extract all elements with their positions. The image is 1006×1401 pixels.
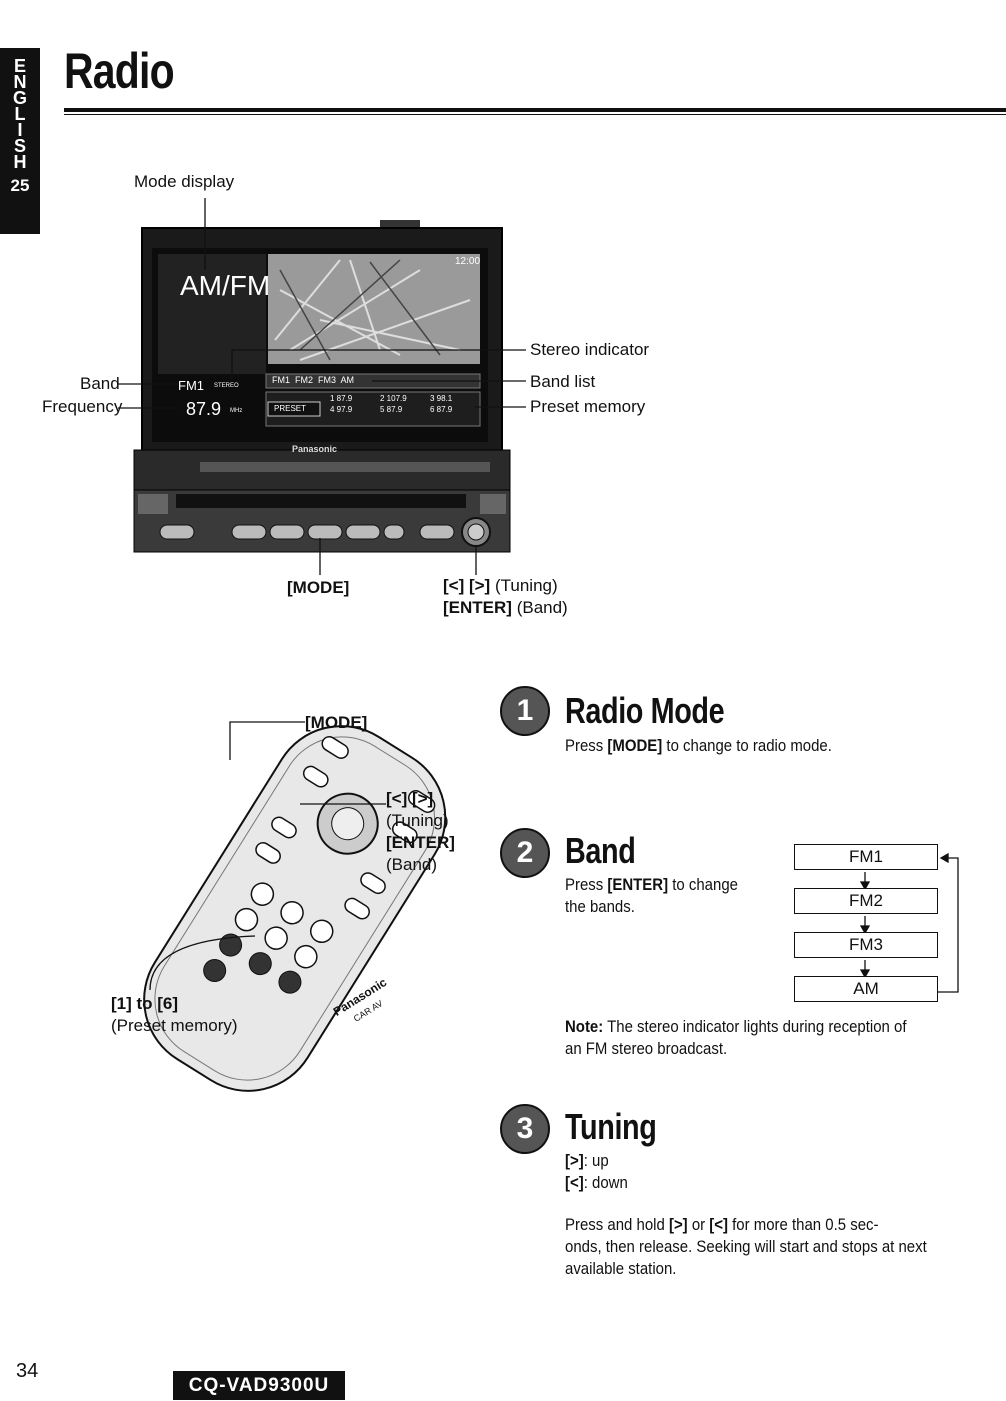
stereo-indicator-callout: Stereo indicator [530,340,650,359]
screen-mode-display: AM/FM [180,270,271,301]
band-list-callout: Band list [530,372,596,391]
side-tab-letter: S [13,136,26,156]
tuning-paragraph: Press and hold [>] or [<] for more than … [565,1215,927,1278]
screen-preset-item: 6 87.9 [430,405,453,414]
screen-preset-label: PRESET [274,404,307,413]
title-rule-thin [64,114,1006,115]
title-rule [64,108,1006,112]
tuning-keys-label: [<] [>] [443,576,491,595]
step-2-badge: 2 [500,828,550,878]
remote-preset-keys: [1] to [6] [111,994,179,1013]
remote-tuning-keys: [<] [>] [386,789,434,808]
head-unit-illustration [118,198,526,575]
screen-preset-grid: 1 87.9 2 107.9 3 98.1 4 97.9 5 87.9 6 87.9 [330,394,480,414]
side-tab-letter: I [17,120,23,140]
tuning-heading: Tuning [565,1106,657,1147]
step-1-badge: 1 [500,686,550,736]
enter-note: (Band) [516,598,568,617]
screen-preset-item: 2 107.9 [380,394,407,403]
model-name-badge: CQ-VAD9300U [173,1371,345,1400]
remote-tuning-note: (Tuning) [386,811,449,830]
screen-stereo-indicator: STEREO [214,383,239,389]
radio-mode-text: Press [MODE] to change to radio mode. [565,736,832,755]
preset-memory-callout: Preset memory [530,397,646,416]
side-tab-letter: N [13,72,27,92]
remote-preset-note: (Preset memory) [111,1016,238,1035]
mode-display-callout: Mode display [134,172,235,191]
head-unit-figure: AM/FM 12:00 FM1 STEREO 87.9 MHz FM1 FM2 … [0,150,700,630]
side-tab-letter: G [12,88,27,108]
screen-preset-item: 1 87.9 [330,394,353,403]
screen-band: FM1 [178,378,204,393]
band-heading: Band [565,830,636,871]
down-key: [<] [565,1173,584,1192]
screen-preset-item: 5 87.9 [380,405,403,414]
frequency-callout: Frequency [42,397,123,416]
note-label: Note: [565,1017,604,1036]
screen-band-list: FM1 FM2 FM3 AM [272,375,355,385]
screen-frequency: 87.9 [186,399,222,419]
remote-mode-label: [MODE] [305,713,368,732]
page-title: Radio [64,43,175,99]
mode-button-label: [MODE] [287,578,350,597]
remote-enter-note: (Band) [386,855,438,874]
tuning-note: (Tuning) [494,576,558,595]
band-flow-box: FM3 [794,932,938,958]
band-flow-box: AM [794,976,938,1002]
screen-preset-item: 3 98.1 [430,394,453,403]
screen-clock: 12:00 [455,256,481,267]
side-tab-letter: E [13,56,26,76]
screen-frequency-unit: MHz [230,408,243,414]
enter-key-label: [ENTER] [443,598,512,617]
side-tab-letter: H [13,152,27,172]
step-3-badge: 3 [500,1104,550,1154]
band-callout: Band [80,374,120,393]
screen-brand: Panasonic [292,444,338,454]
band-text: Press [ENTER] to change the bands. [565,875,738,916]
remote-control-illustration [143,721,447,1092]
side-tab-letter: L [14,104,26,124]
enter-key: [ENTER] [607,875,669,894]
band-flow-box: FM1 [794,844,938,870]
radio-mode-heading: Radio Mode [565,690,725,731]
up-key: [>] [565,1151,584,1170]
remote-enter-key: [ENTER] [386,833,455,852]
remote-figure: [MODE] [<] [>] (Tuning) [ENTER] (Band) [… [100,700,490,1100]
band-flow-box: FM2 [794,888,938,914]
band-note: Note: The stereo indicator lights during… [565,1017,907,1058]
page-number: 34 [16,1360,39,1382]
tuning-keys: [>]: up [<]: down [565,1151,628,1192]
section-number: 25 [10,176,30,195]
screen-preset-item: 4 97.9 [330,405,353,414]
mode-key: [MODE] [607,736,663,755]
